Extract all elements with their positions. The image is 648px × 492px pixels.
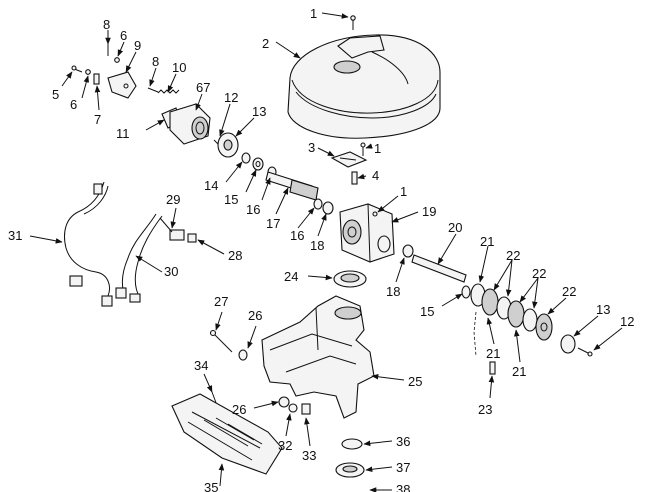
- callout-8: 8: [152, 54, 159, 69]
- part-33-nut: [301, 403, 311, 415]
- callout-13: 13: [252, 104, 266, 119]
- callout-8: 8: [103, 17, 110, 32]
- callout-12: 12: [224, 90, 238, 105]
- part-4-stud: [351, 171, 358, 185]
- callout-3: 3: [308, 140, 315, 155]
- callout-18: 18: [310, 238, 324, 253]
- callout-11: 11: [116, 126, 130, 141]
- callout-6: 6: [120, 28, 127, 43]
- callout-19: 19: [422, 204, 436, 219]
- part-14-washer: [241, 152, 251, 164]
- callout-37: 37: [396, 460, 410, 475]
- part-9-plate: [107, 71, 137, 99]
- part-13-pulley-left: [217, 132, 239, 158]
- callout-28: 28: [228, 248, 242, 263]
- part-18-bushing-a: [322, 201, 334, 215]
- part-67-housing: [169, 103, 211, 145]
- part-23-pin: [473, 311, 496, 375]
- callout-labels: 1 2 8 6 9 5 6 7 8 10 67 11 12 13 3 1 4 1…: [8, 6, 634, 492]
- part-24-bearing: [333, 270, 367, 288]
- callout-23: 23: [478, 402, 492, 417]
- callout-29: 29: [166, 192, 180, 207]
- part-1-screw-top: [350, 15, 356, 30]
- callout-9: 9: [134, 38, 141, 53]
- callout-32: 32: [278, 438, 292, 453]
- callout-10: 10: [172, 60, 186, 75]
- part-3-bracket: [330, 151, 368, 168]
- callout-2: 2: [262, 36, 269, 51]
- parts-layer: [64, 15, 593, 478]
- callout-17: 17: [266, 216, 280, 231]
- callout-6: 6: [70, 97, 77, 112]
- part-35-guard: [171, 393, 283, 475]
- part-13-pulley-right: [560, 334, 576, 354]
- callout-16: 16: [290, 228, 304, 243]
- part-15-washer-right: [461, 285, 471, 299]
- part-1-screw-mid: [360, 142, 366, 156]
- callout-38: 38: [396, 482, 410, 492]
- callout-24: 24: [284, 269, 298, 284]
- part-18-bushing-b: [402, 244, 414, 258]
- callout-1: 1: [400, 184, 407, 199]
- part-25-frame: [261, 295, 375, 419]
- part-31-harness: [64, 181, 113, 307]
- part-37-bearing: [335, 462, 365, 478]
- callout-27: 27: [214, 294, 228, 309]
- callout-22: 22: [562, 284, 576, 299]
- callout-34: 34: [194, 358, 208, 373]
- callout-26: 26: [232, 402, 246, 417]
- callout-20: 20: [448, 220, 462, 235]
- part-29-connector: [159, 217, 185, 241]
- part-15-washer: [252, 157, 264, 171]
- part-6-washers: [85, 57, 120, 75]
- part-30-harness: [115, 213, 163, 303]
- callout-33: 33: [302, 448, 316, 463]
- part-12-screw-right: [577, 347, 593, 357]
- callout-15: 15: [224, 192, 238, 207]
- part-16-washer-b: [313, 198, 323, 210]
- leader-lines: [29, 12, 623, 492]
- part-32-washer: [288, 403, 298, 413]
- part-26-washer-b: [278, 396, 290, 408]
- part-5-screw: [71, 65, 83, 73]
- callout-35: 35: [204, 480, 218, 492]
- part-7-clip: [93, 73, 100, 85]
- callout-4: 4: [372, 168, 379, 183]
- callout-14: 14: [204, 178, 218, 193]
- part-21-22-sprockets: [470, 283, 553, 341]
- callout-7: 7: [94, 112, 101, 127]
- part-27-bolt: [209, 329, 233, 353]
- part-36-bearing: [341, 438, 363, 450]
- callout-31: 31: [8, 228, 22, 243]
- callout-22: 22: [506, 248, 520, 263]
- callout-1: 1: [374, 141, 381, 156]
- part-19-gearbox: [339, 203, 395, 263]
- callout-18: 18: [386, 284, 400, 299]
- callout-21: 21: [512, 364, 526, 379]
- callout-16: 16: [246, 202, 260, 217]
- part-28-connector: [187, 233, 197, 243]
- callout-21: 21: [486, 346, 500, 361]
- callout-25: 25: [408, 374, 422, 389]
- part-2-cover: [287, 34, 441, 139]
- callout-15: 15: [420, 304, 434, 319]
- callout-5: 5: [52, 87, 59, 102]
- part-17-shaft: [265, 171, 319, 201]
- callout-30: 30: [164, 264, 178, 279]
- callout-36: 36: [396, 434, 410, 449]
- callout-13: 13: [596, 302, 610, 317]
- part-20-auger-shaft: [411, 254, 467, 283]
- callout-12: 12: [620, 314, 634, 329]
- callout-22: 22: [532, 266, 546, 281]
- callout-26: 26: [248, 308, 262, 323]
- callout-1: 1: [310, 6, 317, 21]
- part-1-screw-gearbox: [372, 211, 378, 217]
- part-26-washer-a: [238, 349, 248, 361]
- callout-21: 21: [480, 234, 494, 249]
- callout-67: 67: [196, 80, 210, 95]
